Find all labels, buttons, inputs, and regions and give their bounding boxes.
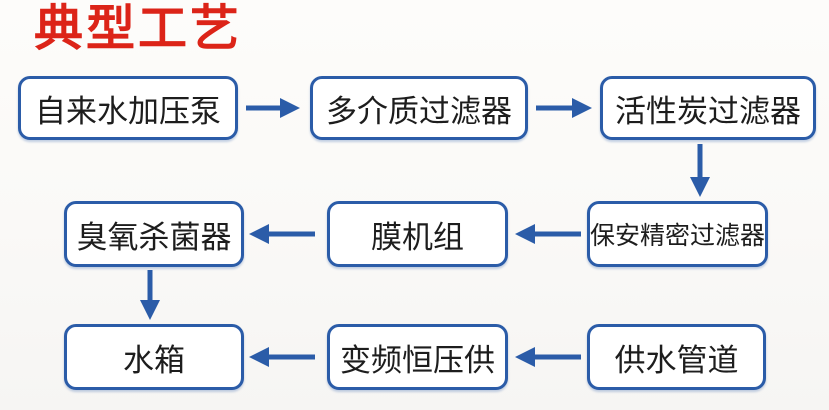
node-tap-water-pressure-pump: 自来水加压泵: [18, 76, 238, 140]
node-ozone-sterilizer: 臭氧杀菌器: [64, 201, 244, 267]
node-membrane-unit: 膜机组: [327, 201, 508, 267]
node-water-supply-pipeline: 供水管道: [587, 324, 766, 390]
page-title: 典型工艺: [34, 2, 243, 56]
node-activated-carbon-filter: 活性炭过滤器: [600, 76, 816, 140]
node-vfd-constant-pressure-supply: 变频恒压供: [327, 324, 508, 390]
node-multi-media-filter: 多介质过滤器: [310, 76, 528, 140]
node-water-tank: 水箱: [64, 324, 244, 390]
node-security-precision-filter: 保安精密过滤器: [587, 201, 768, 267]
